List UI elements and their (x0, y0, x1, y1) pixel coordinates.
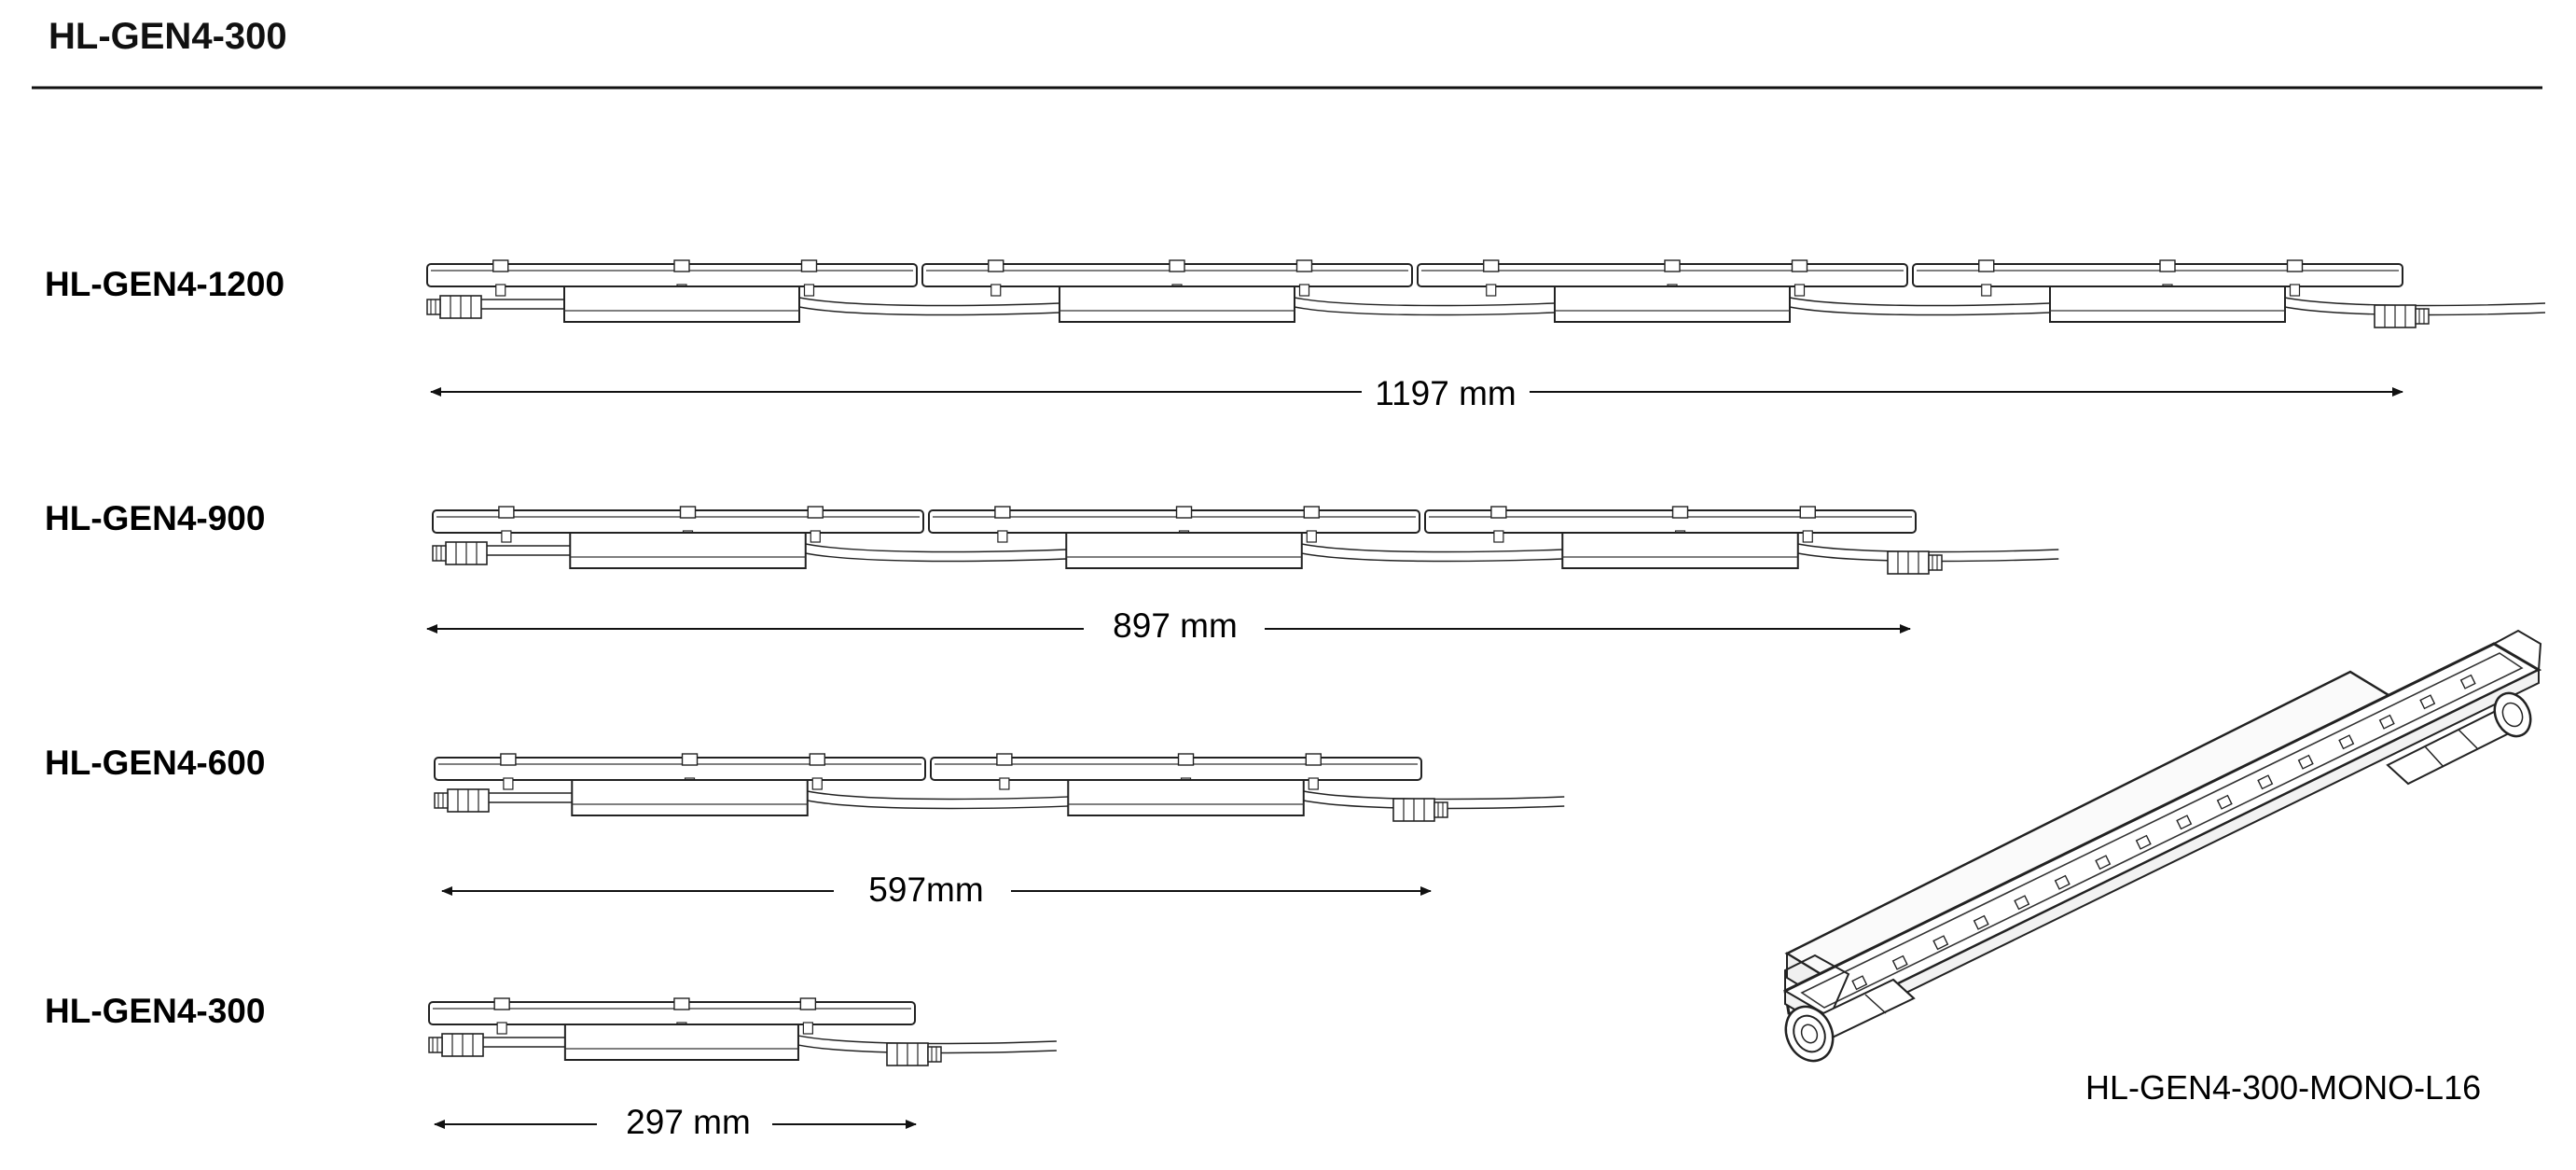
model-label: HL-GEN4-600 (45, 744, 265, 782)
fixture-segment (921, 259, 1556, 323)
led-icon (2338, 734, 2355, 750)
fixture-segment (928, 506, 1563, 569)
isometric-fixture-view: HL-GEN4-300-MONO-L16 (1783, 629, 2542, 1107)
led-icon (2014, 895, 2030, 911)
led-icon (2459, 674, 2476, 689)
model-label: HL-GEN4-900 (45, 499, 265, 537)
fixture-segment (434, 753, 1069, 816)
fixture-segment (1417, 259, 2051, 323)
fixture-side-view (428, 997, 1057, 1066)
led-icon (2216, 794, 2233, 810)
led-icon (2095, 855, 2112, 871)
led-icon (2257, 774, 2274, 790)
dimension-line: 597mm (441, 871, 1432, 909)
iso-caption: HL-GEN4-300-MONO-L16 (2085, 1068, 2481, 1107)
model-label: HL-GEN4-300 (45, 992, 265, 1030)
connector-icon (426, 295, 482, 319)
dimension-label: 897 mm (1113, 606, 1238, 645)
connector-icon (1887, 550, 1943, 575)
dimension-line: 897 mm (426, 606, 1911, 645)
led-icon (1973, 914, 1989, 930)
connector-icon (886, 1042, 942, 1066)
connector-icon (432, 541, 488, 565)
fixture-side-view (426, 259, 2546, 328)
led-icon (2297, 754, 2314, 770)
row-hl-gen4-900: HL-GEN4-900 897 mm (45, 499, 2059, 645)
dimension-label: 297 mm (626, 1103, 751, 1141)
led-icon (2054, 874, 2070, 890)
dimension-label: 1197 mm (1375, 374, 1517, 412)
fixture-segment (426, 259, 1060, 323)
fixture-segment (930, 753, 1565, 816)
model-label: HL-GEN4-1200 (45, 265, 284, 303)
connector-icon (2374, 304, 2430, 328)
led-icon (2378, 714, 2395, 730)
connector-left-icon (1784, 978, 1916, 1063)
connector-icon (1392, 798, 1448, 822)
led-icon (2419, 694, 2436, 710)
led-icon (1851, 975, 1868, 991)
dimension-label: 597mm (868, 871, 983, 909)
fixture-segment (428, 997, 1057, 1061)
led-icon (1932, 935, 1949, 951)
row-hl-gen4-600: HL-GEN4-600 597mm (45, 744, 1565, 909)
row-hl-gen4-300: HL-GEN4-300 297 mm (45, 992, 1057, 1141)
connector-icon (428, 1033, 484, 1057)
row-hl-gen4-1200: HL-GEN4-1200 1197 mm (45, 259, 2546, 412)
fixture-segment (1424, 506, 2059, 569)
page-title: HL-GEN4-300 (48, 16, 287, 57)
led-icon (2176, 815, 2193, 830)
fixture-segment (1912, 259, 2546, 323)
fixture-segment (432, 506, 1067, 569)
connector-icon (434, 788, 490, 813)
dimension-line: 1197 mm (430, 374, 2403, 412)
connector-right-icon (2386, 691, 2532, 786)
fixture-side-view (432, 506, 2059, 575)
fixture-side-view (434, 753, 1565, 822)
dimension-line: 297 mm (434, 1103, 917, 1141)
led-row (1851, 674, 2476, 991)
led-icon (1891, 954, 1908, 970)
led-icon (2135, 834, 2152, 850)
